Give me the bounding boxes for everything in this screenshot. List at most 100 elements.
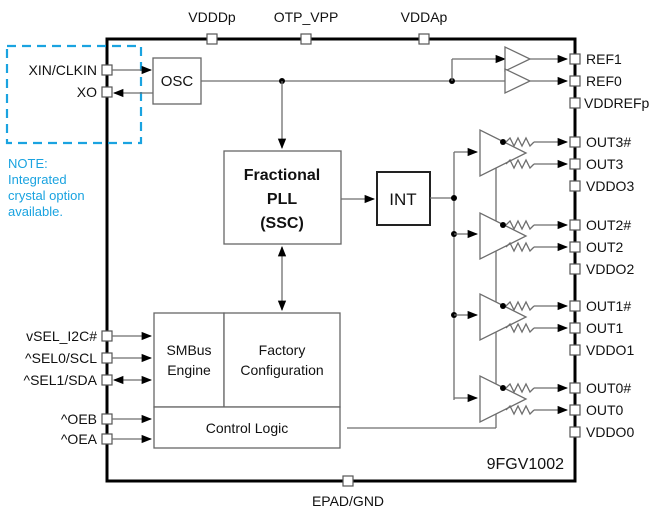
int-label: INT: [389, 190, 416, 209]
pin-label-vsel-i2c: vSEL_I2C#: [26, 328, 97, 344]
inversion-dot: [500, 303, 506, 309]
out2-buffer-group: [454, 211, 569, 261]
pin-xo[interactable]: [101, 86, 113, 98]
pin-vddo2[interactable]: [569, 263, 581, 275]
ref0-buffer: [504, 67, 532, 95]
pin-label-out0: OUT0: [586, 402, 624, 418]
pin-out3-n[interactable]: [569, 136, 581, 148]
crystal-option-box: [5, 44, 143, 145]
factory-label-line-2: Configuration: [240, 362, 323, 378]
pin-label-out1: OUT1: [586, 320, 624, 336]
pin-label-xin: XIN/CLKIN: [29, 62, 97, 78]
inversion-dot: [500, 222, 506, 228]
pin-vsel-i2c[interactable]: [101, 330, 113, 342]
ref1-buffer: [504, 45, 532, 73]
inversion-dot: [500, 385, 506, 391]
pin-label-out2-n: OUT2#: [586, 217, 631, 233]
pin-label-out3: OUT3: [586, 156, 624, 172]
out0-buffer-group: [454, 374, 569, 424]
osc-block: [152, 57, 202, 105]
pin-label-out0-n: OUT0#: [586, 380, 631, 396]
note-line-2: Integrated: [8, 172, 67, 187]
pin-vddo3[interactable]: [569, 180, 581, 192]
factory-label-line-1: Factory: [259, 342, 306, 358]
pin-label-oea: ^OEA: [61, 431, 98, 447]
chip-name: 9FGV1002: [487, 456, 564, 473]
pin-out0-n[interactable]: [569, 382, 581, 394]
pin-epad-gnd[interactable]: [342, 475, 354, 487]
pin-oea[interactable]: [101, 433, 113, 445]
pin-out3[interactable]: [569, 158, 581, 170]
note-line-1: NOTE:: [8, 156, 48, 171]
out3-buffer-group: [454, 128, 569, 178]
pin-label-sel1-sda: ^SEL1/SDA: [24, 372, 98, 388]
note-line-4: available.: [8, 204, 63, 219]
control-logic-label: Control Logic: [206, 420, 289, 436]
pin-label-out3-n: OUT3#: [586, 134, 631, 150]
pll-label-line-1: Fractional: [244, 167, 320, 184]
control-logic-block: [153, 406, 341, 449]
out1-buffer-group: [454, 292, 569, 342]
pin-label-sel0-scl: ^SEL0/SCL: [25, 350, 97, 366]
pin-label-otp-vpp: OTP_VPP: [274, 9, 339, 25]
pin-otp-vpp[interactable]: [300, 33, 312, 45]
pin-out1-n[interactable]: [569, 300, 581, 312]
out1-n-resistor-icon: [505, 300, 535, 312]
out3-p-resistor-icon: [505, 158, 535, 170]
smbus-label-line-1: SMBus: [166, 342, 211, 358]
out0-p-resistor-icon: [505, 404, 535, 416]
pin-ref0[interactable]: [569, 75, 581, 87]
pin-out0[interactable]: [569, 404, 581, 416]
pin-label-vdddp: VDDDp: [188, 9, 236, 25]
pin-vddrefp[interactable]: [569, 97, 581, 109]
control-pins: vSEL_I2C# ^SEL0/SCL ^SEL1/SDA ^OEB ^OEA: [24, 328, 113, 447]
out3-n-resistor-icon: [505, 136, 535, 148]
pin-label-vddap: VDDAp: [401, 9, 448, 25]
pin-label-xo: XO: [77, 84, 97, 100]
out3-buffer: [479, 128, 528, 178]
out2-buffer: [479, 211, 528, 261]
pin-ref1[interactable]: [569, 53, 581, 65]
junction-dot: [451, 195, 457, 201]
top-pins: VDDDp OTP_VPP VDDAp: [188, 9, 448, 45]
factory-configuration-block: [223, 312, 341, 408]
pin-out2[interactable]: [569, 241, 581, 253]
pin-vddo0[interactable]: [569, 426, 581, 438]
smbus-label-line-2: Engine: [167, 362, 211, 378]
out2-n-resistor-icon: [505, 219, 535, 231]
pin-label-vddo3: VDDO3: [586, 178, 634, 194]
chip-outline: [105, 37, 577, 483]
pin-label-ref0: REF0: [586, 73, 622, 89]
pin-vddo1[interactable]: [569, 344, 581, 356]
pin-label-vddo2: VDDO2: [586, 261, 634, 277]
out0-n-resistor-icon: [505, 382, 535, 394]
pin-sel0-scl[interactable]: [101, 352, 113, 364]
pin-label-epad-gnd: EPAD/GND: [312, 493, 384, 509]
pin-oeb[interactable]: [101, 413, 113, 425]
osc-label: OSC: [161, 73, 194, 90]
pin-label-vddo0: VDDO0: [586, 424, 634, 440]
pin-label-vddrefp: VDDREFp: [584, 95, 650, 111]
pin-label-ref1: REF1: [586, 51, 622, 67]
pll-label-line-3: (SSC): [260, 215, 304, 232]
pin-label-vddo1: VDDO1: [586, 342, 634, 358]
fractional-pll-block: [223, 150, 342, 245]
pin-out2-n[interactable]: [569, 219, 581, 231]
int-block: [376, 171, 431, 226]
pin-label-out2: OUT2: [586, 239, 624, 255]
pin-out1[interactable]: [569, 322, 581, 334]
output-buffers: [454, 128, 569, 424]
pin-sel1-sda[interactable]: [101, 374, 113, 386]
pin-xin[interactable]: [101, 64, 113, 76]
pin-label-out1-n: OUT1#: [586, 298, 631, 314]
pin-label-oeb: ^OEB: [61, 411, 97, 427]
pin-vdddp[interactable]: [206, 33, 218, 45]
out0-buffer: [479, 374, 528, 424]
note-line-3: crystal option: [8, 188, 85, 203]
pll-label-line-2: PLL: [267, 191, 297, 208]
inversion-dot: [500, 139, 506, 145]
out1-buffer: [479, 292, 528, 342]
pin-vddap[interactable]: [418, 33, 430, 45]
